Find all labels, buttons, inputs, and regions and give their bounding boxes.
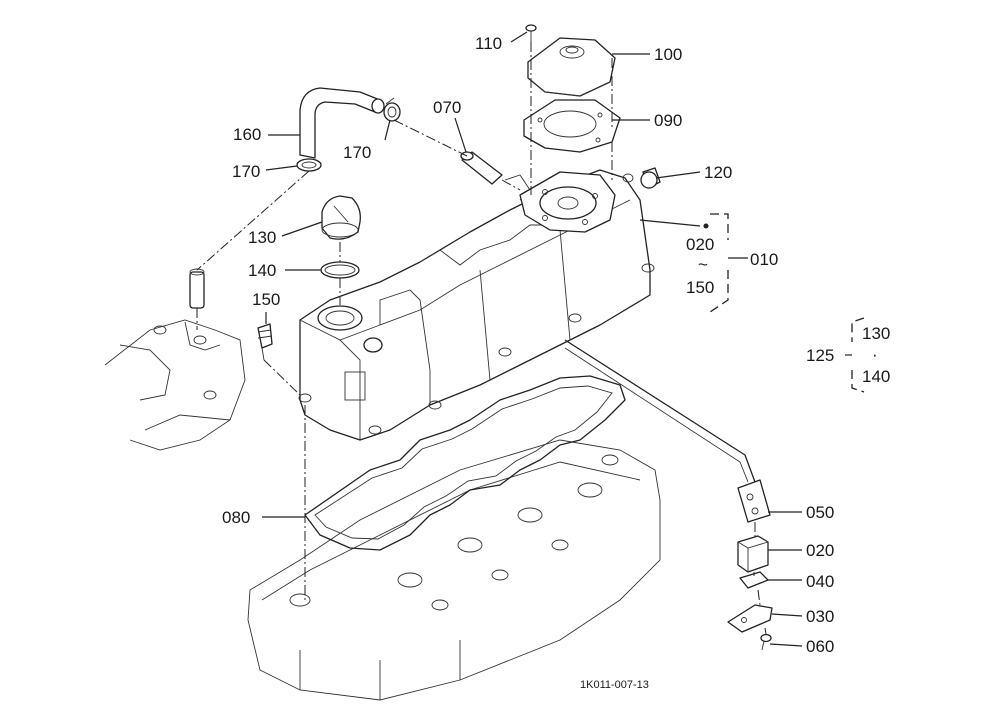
label-150: 150 bbox=[252, 290, 280, 309]
label-090: 090 bbox=[654, 111, 682, 130]
label-030: 030 bbox=[806, 607, 834, 626]
group-bracket-125 bbox=[845, 317, 865, 393]
group-125-label: 125 bbox=[806, 346, 834, 365]
o-ring bbox=[320, 261, 360, 279]
plug-120 bbox=[640, 167, 661, 189]
label-140: 140 bbox=[248, 261, 276, 280]
breather-fitting bbox=[189, 268, 205, 309]
group-125-dot: · bbox=[872, 345, 878, 364]
label-080: 080 bbox=[222, 508, 250, 527]
group-125-item-b: 140 bbox=[862, 367, 890, 386]
cover-stud bbox=[257, 323, 273, 361]
label-070: 070 bbox=[433, 98, 461, 117]
cylinder-head bbox=[247, 439, 661, 701]
drain-plate bbox=[727, 604, 773, 633]
head-cover-gasket bbox=[304, 375, 626, 551]
group-010-tilde: ~ bbox=[698, 255, 708, 274]
part-labels: 110 100 070 090 160 170 170 120 130 140 … bbox=[222, 34, 890, 691]
drain-cup bbox=[737, 535, 769, 573]
hose-clamp-upper bbox=[383, 97, 401, 122]
group-marker bbox=[703, 223, 709, 229]
group-010-from: 020 bbox=[686, 235, 714, 254]
diaphragm bbox=[523, 99, 621, 153]
drain-pipe-bracket bbox=[737, 479, 771, 523]
breather-bracket bbox=[104, 319, 246, 451]
label-060: 060 bbox=[806, 637, 834, 656]
drawing-code: 1K011-007-13 bbox=[580, 679, 649, 691]
group-125-item-a: 130 bbox=[862, 324, 890, 343]
breather-pipe bbox=[460, 151, 503, 185]
breather-boss bbox=[519, 171, 616, 233]
label-050: 050 bbox=[806, 503, 834, 522]
label-120: 120 bbox=[704, 163, 732, 182]
group-bracket-010 bbox=[709, 213, 748, 313]
label-040: 040 bbox=[806, 572, 834, 591]
label-170-upper: 170 bbox=[343, 143, 371, 162]
hose-clamp-lower bbox=[296, 158, 322, 172]
drain-pipe-line bbox=[564, 339, 756, 483]
label-160: 160 bbox=[233, 125, 261, 144]
leader-lines bbox=[262, 31, 803, 647]
screw-110 bbox=[525, 24, 537, 42]
breather-cover bbox=[527, 37, 616, 97]
label-170-lower: 170 bbox=[232, 162, 260, 181]
label-100: 100 bbox=[654, 45, 682, 64]
assembly-lines bbox=[196, 42, 767, 635]
label-020: 020 bbox=[806, 541, 834, 560]
group-010-to: 150 bbox=[686, 278, 714, 297]
oil-filler-cap bbox=[321, 195, 361, 240]
group-010-label: 010 bbox=[750, 250, 778, 269]
label-110: 110 bbox=[475, 34, 502, 53]
drain-screw bbox=[760, 633, 772, 651]
breather-hose bbox=[299, 87, 385, 159]
label-130: 130 bbox=[248, 228, 276, 247]
